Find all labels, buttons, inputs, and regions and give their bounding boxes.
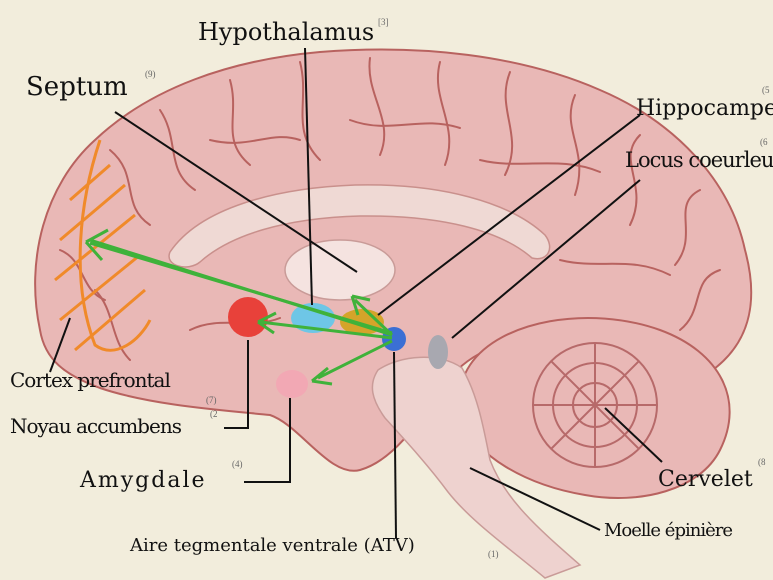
cerebellum-folia <box>533 343 657 467</box>
amygdale-region <box>276 370 308 398</box>
label-amygdale: Amygdale <box>80 470 207 492</box>
label-septum: Septum <box>26 74 128 100</box>
ref-amygdale: (4) <box>232 460 243 469</box>
ref-noyau-accumbens: (2 <box>210 410 218 419</box>
label-locus-coeruleus: Locus coeurleus <box>625 150 773 171</box>
ref-septum: (9) <box>145 70 156 79</box>
ref-cortex-prefrontal: (7) <box>206 396 217 405</box>
ref-locus-coeruleus: (6 <box>760 138 768 147</box>
ref-cervelet: (8 <box>758 458 766 467</box>
label-cervelet: Cervelet <box>658 469 753 491</box>
thalamus <box>285 240 395 300</box>
label-noyau-accumbens: Noyau accumbens <box>10 416 181 436</box>
label-cortex-prefrontal: Cortex prefrontal <box>10 370 170 390</box>
locus-coeruleus-region <box>428 335 448 369</box>
label-hippocampe: Hippocampe <box>636 98 773 120</box>
label-moelle-epiniere: Moelle épinière <box>604 522 732 540</box>
noyau-accumbens-region <box>228 297 268 337</box>
ref-hypothalamus: [3] <box>378 18 389 27</box>
label-hypothalamus: Hypothalamus <box>198 20 374 44</box>
ref-atv: (1) <box>488 550 499 559</box>
label-atv: Aire tegmentale ventrale (ATV) <box>130 537 415 555</box>
ref-hippocampe: (5 <box>762 86 770 95</box>
